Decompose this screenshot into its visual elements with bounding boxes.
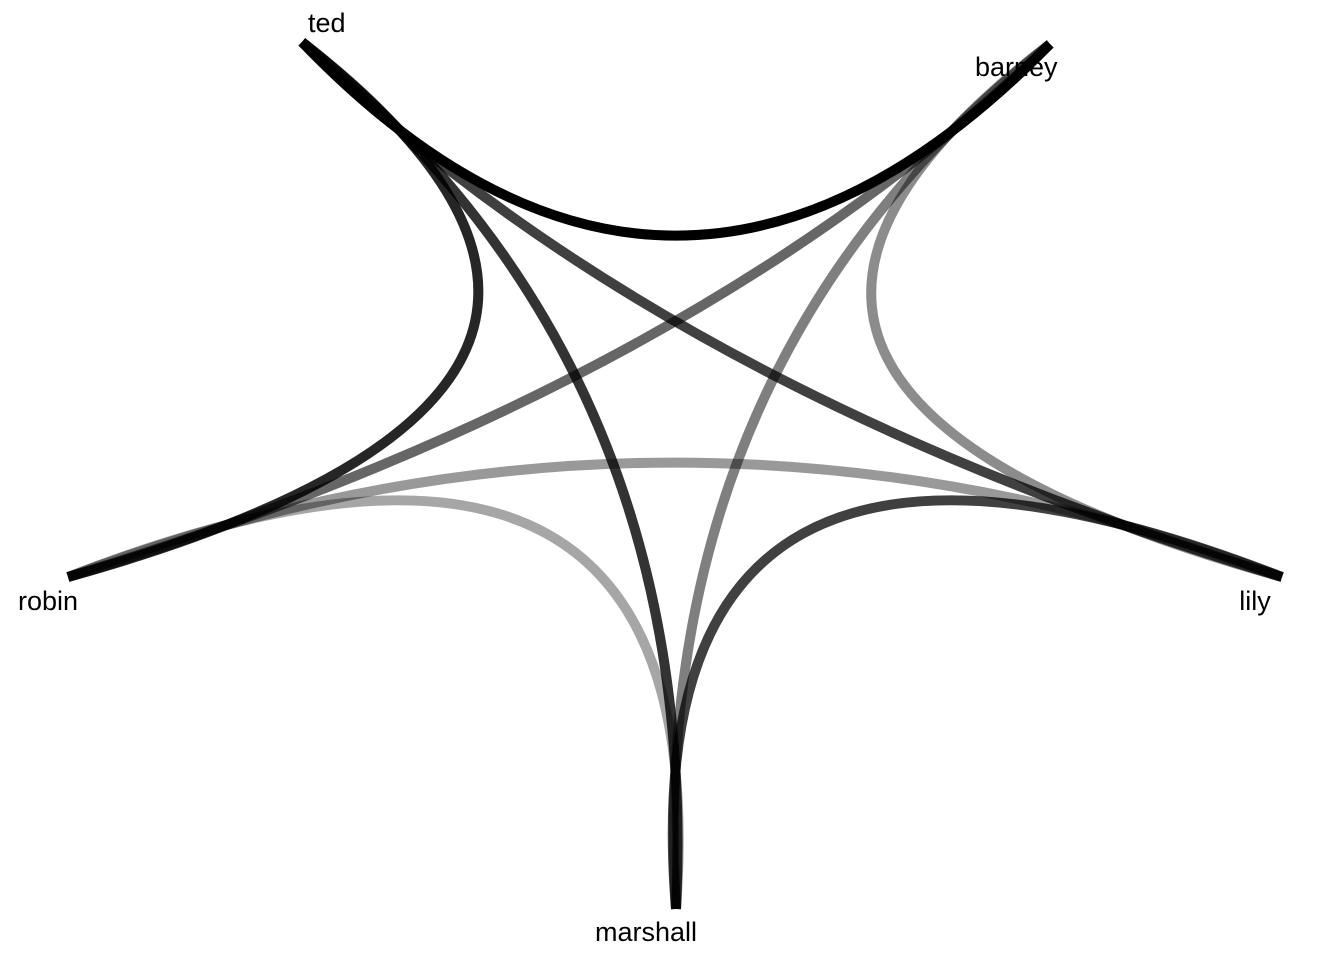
labels-layer: ted barney lily marshall robin <box>18 8 1271 947</box>
node-label-robin: robin <box>18 586 78 616</box>
node-label-lily: lily <box>1239 586 1271 616</box>
node-label-ted: ted <box>308 8 346 38</box>
node-label-barney: barney <box>975 52 1058 82</box>
edge-barney-robin <box>66 40 1054 582</box>
node-label-marshall: marshall <box>595 917 697 947</box>
edge-ted-lily <box>298 38 1284 582</box>
edges-layer <box>66 38 1284 910</box>
edge-marshall-lily <box>667 495 1284 910</box>
edge-robin-marshall <box>66 495 684 910</box>
